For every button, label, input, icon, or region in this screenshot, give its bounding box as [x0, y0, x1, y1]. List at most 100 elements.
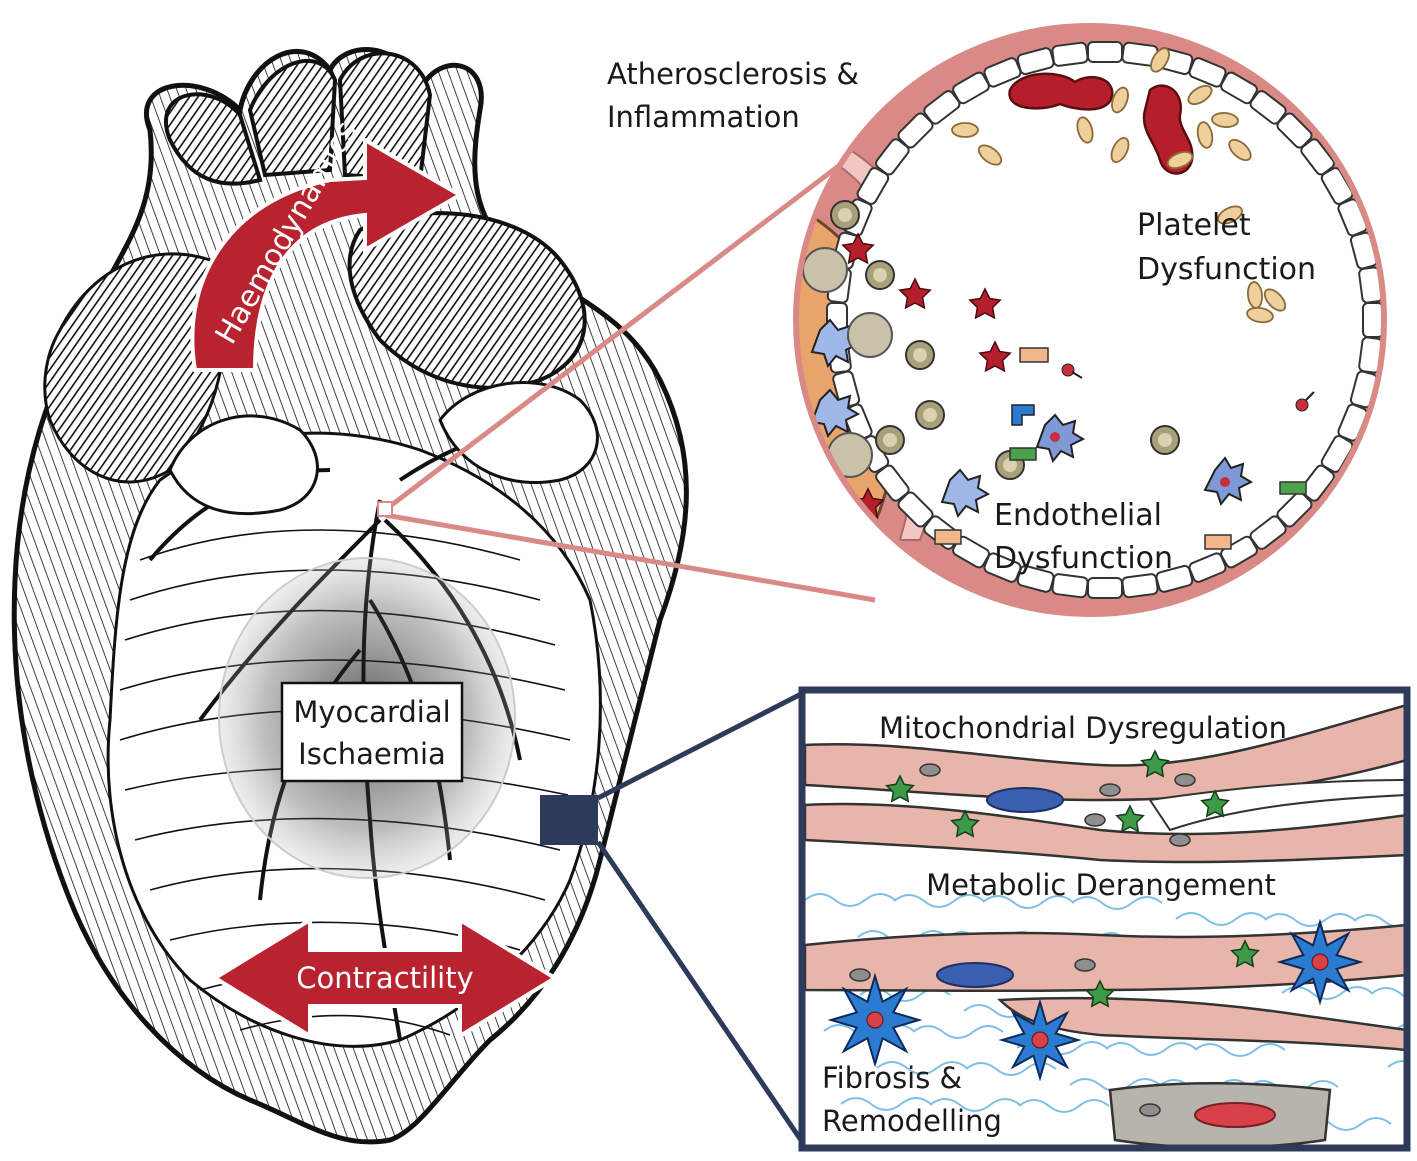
- endothelial-cell: [983, 552, 1022, 583]
- platelet: [1150, 47, 1170, 73]
- platelet: [951, 122, 979, 138]
- platelet: [1217, 205, 1243, 225]
- endothelial-cell: [897, 112, 934, 149]
- tissue-sample-marker: [540, 795, 598, 845]
- mitochondrial-label: Mitochondrial Dysregulation: [879, 711, 1287, 745]
- left-auricle: [168, 414, 319, 516]
- endothelial-cell: [875, 138, 910, 176]
- platelets: [951, 47, 1287, 324]
- myocyte-nucleus-lower: [936, 962, 1014, 988]
- fibroblast-nucleus: [1031, 1031, 1049, 1049]
- collagen-fibre: [1387, 1060, 1407, 1068]
- green-star: [950, 809, 980, 838]
- green-star: [1115, 804, 1145, 833]
- mitochondrion: [1074, 958, 1096, 972]
- collagen-fibre: [876, 1061, 968, 1075]
- endothelial-cell: [1220, 71, 1258, 105]
- endothelial-cell: [1362, 302, 1382, 338]
- collagen-fibre: [1370, 987, 1407, 999]
- collagen-fibre: [929, 1098, 1021, 1112]
- platelet: [1166, 150, 1194, 170]
- activated-cell: [978, 340, 1012, 373]
- fibroblast-nucleus: [1194, 1102, 1276, 1128]
- activated-cell: [968, 287, 1002, 320]
- activated-cell: [898, 277, 932, 310]
- endothelial-cell: [1087, 577, 1123, 599]
- endothelial-cell: [1276, 112, 1313, 149]
- myocyte-nucleus: [986, 787, 1064, 813]
- platelet: [1228, 138, 1252, 162]
- green-star: [1200, 789, 1230, 818]
- mitochondrion: [1084, 813, 1106, 827]
- endothelial-cell: [1300, 464, 1335, 502]
- mitochondria-stars: [885, 749, 1260, 1008]
- endothelial-cell: [983, 57, 1022, 88]
- mitochondrion: [1169, 833, 1191, 847]
- platelet: [1196, 121, 1214, 149]
- foam-cells: [802, 247, 893, 478]
- endothelial-cell: [832, 370, 861, 409]
- endothelial-cell: [1188, 57, 1227, 88]
- endothelial-cell: [897, 491, 934, 528]
- endothelial-label-line2: Dysfunction: [994, 541, 1173, 576]
- tissue-zoom-lines: [540, 689, 808, 1148]
- platelet: [977, 144, 1003, 166]
- collagen-fibre: [1105, 1042, 1197, 1056]
- myocyte-upper-2: [803, 802, 1407, 864]
- collagen-fibre: [1194, 1043, 1286, 1057]
- collagen-fibre: [893, 894, 985, 908]
- pulmonary-trunk: [347, 211, 587, 390]
- tissue-box: [798, 686, 1411, 1152]
- platelet: [1211, 112, 1239, 128]
- platelet: [1076, 116, 1094, 144]
- collagen-fibre: [1071, 896, 1163, 910]
- green-star: [1085, 979, 1115, 1008]
- mitochondria: [849, 763, 1196, 1117]
- platelet-label-line2: Dysfunction: [1137, 252, 1316, 287]
- mitochondrion: [1139, 1103, 1161, 1117]
- green-star: [1230, 939, 1260, 968]
- right-auricle: [438, 381, 599, 484]
- red-blood-cell: [1008, 72, 1114, 111]
- metabolic-label: Metabolic Derangement: [926, 868, 1276, 902]
- endothelial-cell: [1220, 535, 1258, 569]
- endothelial-cell: [1121, 573, 1159, 599]
- vessel-zoom-lines: [377, 163, 876, 603]
- atherosclerosis-label-line1: Atherosclerosis &: [607, 57, 859, 91]
- fibrosis-label-line2: Remodelling: [822, 1104, 1002, 1138]
- platelet: [1263, 288, 1287, 312]
- platelet: [1247, 281, 1263, 309]
- platelet: [1111, 86, 1129, 114]
- endothelial-cell: [1087, 41, 1123, 63]
- endothelial-cell: [952, 71, 990, 105]
- collagen-fibre: [912, 1025, 1004, 1039]
- endothelial-cell: [1249, 515, 1287, 550]
- myocyte-lower-2: [997, 996, 1407, 1052]
- contractility-label: Contractility: [296, 961, 473, 995]
- mitochondrion: [919, 763, 941, 777]
- green-star: [885, 774, 915, 803]
- endothelial-cell: [1188, 552, 1227, 583]
- platelet: [1110, 137, 1130, 163]
- endothelial-cell: [1051, 573, 1089, 599]
- platelet-label-line1: Platelet: [1137, 208, 1251, 243]
- fibroblast-nucleus: [1311, 953, 1329, 971]
- activated-fibroblasts: [827, 918, 1364, 1082]
- endothelial-cell: [1155, 564, 1194, 593]
- collagen-fibre: [840, 1097, 932, 1111]
- mitochondrion: [1174, 773, 1196, 787]
- endothelial-cell: [1276, 491, 1313, 528]
- endothelial-cell: [1249, 90, 1287, 125]
- endothelial-cell: [1051, 41, 1089, 67]
- activated-cell: [841, 232, 875, 265]
- endothelial-cell: [1300, 138, 1335, 176]
- ischaemia-label-box: [280, 681, 464, 783]
- mitochondrion: [1099, 783, 1121, 797]
- fibroblast-nucleus: [866, 1011, 884, 1029]
- ischaemia-label-line2: Ischaemia: [298, 737, 446, 771]
- collagen-fibre: [1175, 912, 1267, 926]
- collagen-fibre: [982, 895, 1074, 909]
- vessel-cross-section: [793, 23, 1387, 617]
